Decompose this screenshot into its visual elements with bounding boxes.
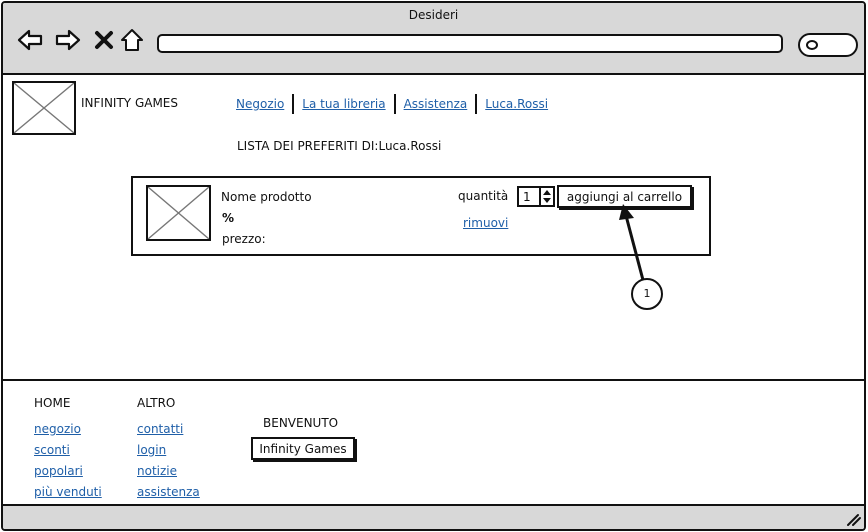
status-bar: [3, 504, 864, 529]
product-discount: %: [222, 211, 235, 225]
footer-link-popolari[interactable]: popolari: [34, 464, 83, 478]
footer-link-piu-venduti[interactable]: più venduti: [34, 485, 102, 499]
nav-link-assistenza[interactable]: Assistenza: [403, 97, 468, 111]
brand-name: INFINITY GAMES: [81, 96, 179, 110]
nav-separator: [292, 94, 295, 114]
footer-column-more: ALTRO contatti login notizie assistenza: [137, 395, 200, 503]
footer-link-negozio[interactable]: negozio: [34, 422, 81, 436]
quantity-value: 1: [523, 190, 531, 204]
close-x-icon[interactable]: [91, 27, 117, 53]
address-bar[interactable]: [157, 34, 783, 53]
callout-number: 1: [643, 287, 651, 300]
add-to-cart-button[interactable]: aggiungi al carrello: [557, 185, 692, 208]
quantity-label: quantità: [458, 189, 509, 203]
nav-separator: [393, 94, 396, 114]
product-price-label: prezzo:: [222, 232, 266, 246]
browser-toolbar: Desideri: [3, 3, 864, 75]
footer-divider: [3, 379, 864, 381]
search-button[interactable]: [798, 33, 858, 57]
wishlist-title: LISTA DEI PREFERITI DI:Luca.Rossi: [237, 139, 441, 153]
quantity-stepper[interactable]: 1: [517, 186, 555, 207]
footer-link-login[interactable]: login: [137, 443, 167, 457]
nav-link-libreria[interactable]: La tua libreria: [302, 97, 386, 111]
wishlist-user-name: Luca.Rossi: [378, 139, 442, 153]
product-name: Nome prodotto: [221, 190, 312, 204]
wishlist-title-label: LISTA DEI PREFERITI DI:: [237, 139, 379, 153]
footer-heading-home: HOME: [34, 396, 71, 410]
back-arrow-icon[interactable]: [17, 27, 43, 53]
resize-grip-icon[interactable]: [844, 511, 862, 527]
infinity-games-button[interactable]: Infinity Games: [251, 437, 355, 460]
nav-link-negozio[interactable]: Negozio: [236, 97, 285, 111]
footer-column-home: HOME negozio sconti popolari più venduti: [34, 395, 102, 503]
footer-link-notizie[interactable]: notizie: [137, 464, 178, 478]
top-navigation: Negozio La tua libreria Assistenza Luca.…: [236, 93, 556, 115]
footer-link-assistenza[interactable]: assistenza: [137, 485, 200, 499]
product-image-placeholder: [146, 185, 211, 241]
stepper-arrows-icon[interactable]: [539, 188, 553, 205]
welcome-heading: BENVENUTO: [263, 416, 339, 430]
forward-arrow-icon[interactable]: [55, 27, 81, 53]
footer-link-contatti[interactable]: contatti: [137, 422, 184, 436]
remove-item-link[interactable]: rimuovi: [463, 216, 509, 230]
window-title: Desideri: [408, 8, 459, 22]
footer-heading-more: ALTRO: [137, 396, 176, 410]
search-icon: [806, 40, 818, 50]
callout-arrow: [619, 204, 663, 310]
nav-separator: [475, 94, 478, 114]
nav-link-user[interactable]: Luca.Rossi: [485, 97, 549, 111]
footer-link-sconti[interactable]: sconti: [34, 443, 70, 457]
logo-image-placeholder: [12, 81, 76, 135]
home-icon[interactable]: [119, 27, 145, 53]
